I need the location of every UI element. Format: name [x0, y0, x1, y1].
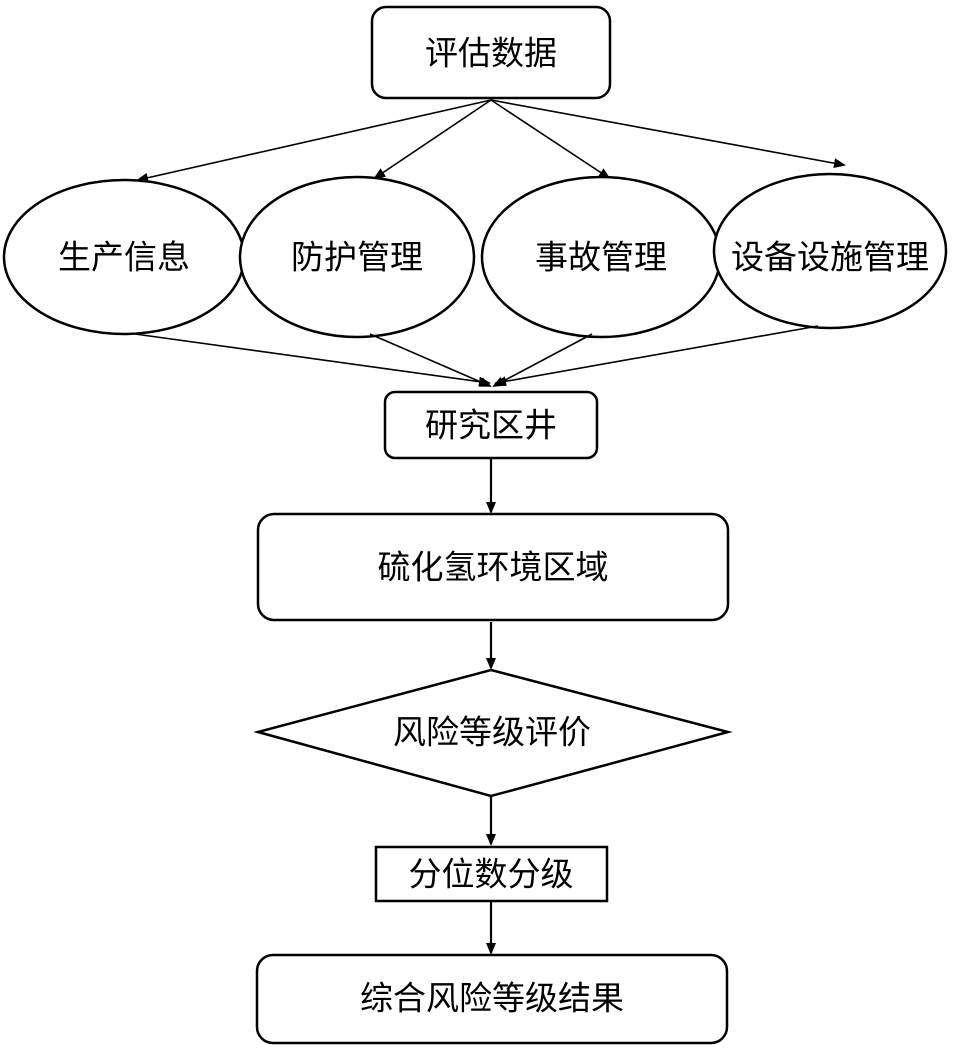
node-evaluation-data: 评估数据 [370, 5, 612, 100]
node-final-result-label: 综合风险等级结果 [360, 979, 624, 1018]
node-accident-mgmt: 事故管理 [480, 175, 722, 339]
edge-to-protection-mgmt [373, 99, 492, 180]
node-evaluation-data-box [370, 5, 612, 100]
node-h2s-area: 硫化氢环境区域 [256, 512, 730, 622]
node-final-result-box [255, 953, 729, 1045]
node-study-wells-label: 研究区井 [425, 406, 557, 445]
edge-to-equipment-mgmt [490, 99, 846, 169]
node-h2s-area-box [256, 512, 730, 622]
node-h2s-area-label: 硫化氢环境区域 [378, 548, 609, 587]
node-equipment-mgmt: 设备设施管理 [712, 172, 948, 330]
node-protection-mgmt-ellipse [238, 175, 476, 339]
node-protection-mgmt: 防护管理 [238, 175, 476, 339]
edge-from-equipment-mgmt [494, 325, 819, 387]
node-production-info-label: 生产信息 [58, 238, 190, 277]
node-quantile-grading: 分位数分级 [374, 845, 609, 903]
node-risk-evaluation-label: 风险等级评价 [393, 713, 591, 752]
node-study-wells: 研究区井 [383, 390, 599, 460]
node-accident-mgmt-label: 事故管理 [535, 238, 667, 277]
node-risk-evaluation: 风险等级评价 [253, 668, 733, 798]
edge-from-accident-mgmt [492, 333, 593, 387]
edge-to-production-info [136, 99, 492, 183]
edges-top-to-categories [136, 99, 846, 183]
node-production-info: 生产信息 [2, 178, 246, 336]
node-equipment-mgmt-label: 设备设施管理 [731, 238, 929, 277]
edge-from-production-info [134, 333, 491, 387]
edges-categories-to-wells [134, 325, 819, 387]
node-risk-evaluation-diamond [253, 668, 733, 798]
node-final-result: 综合风险等级结果 [255, 953, 729, 1045]
node-study-wells-box [383, 390, 599, 460]
node-equipment-mgmt-ellipse [712, 172, 948, 330]
node-evaluation-data-label: 评估数据 [425, 34, 557, 73]
edge-from-protection-mgmt [369, 333, 492, 387]
node-quantile-grading-box [374, 845, 609, 903]
node-protection-mgmt-label: 防护管理 [291, 238, 423, 277]
node-quantile-grading-label: 分位数分级 [409, 855, 574, 894]
edge-to-accident-mgmt [490, 99, 611, 180]
